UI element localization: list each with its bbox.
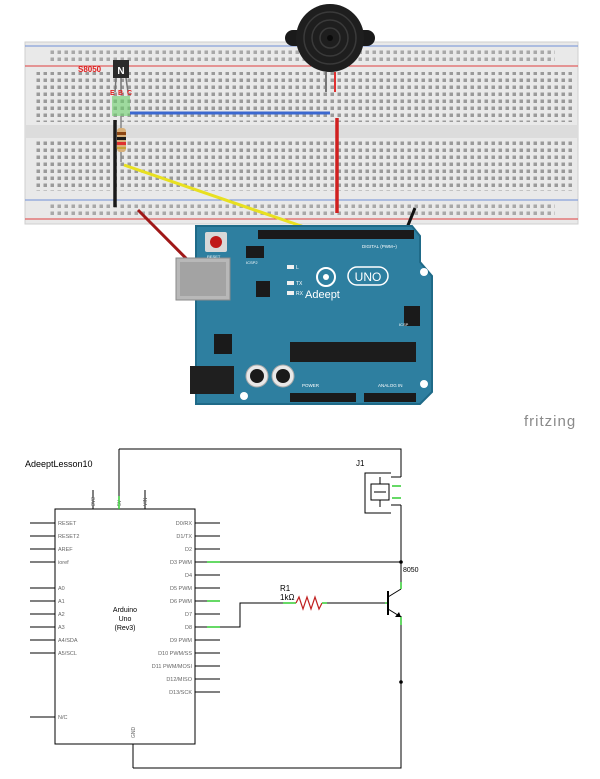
schematic-title: AdeeptLesson10 (25, 459, 93, 469)
pin-nc: N/C (58, 715, 68, 721)
pin-gnd: GND (131, 727, 137, 739)
led-tx-label: TX (296, 281, 303, 287)
led-l-label: L (296, 265, 299, 271)
pin-b-label: B (118, 90, 123, 97)
buzzer-ref: J1 (356, 459, 365, 468)
reset-label: RESET (207, 254, 221, 259)
pin-a3: A3 (58, 625, 65, 631)
pin-5v: 5V (117, 499, 123, 506)
model-label: UNO (355, 270, 382, 284)
power-header (290, 393, 356, 402)
pin-e-label: E (110, 90, 115, 97)
arduino-board: RESET ICSP2 DIGITAL (PWM~) L TX RX Adeep… (175, 225, 433, 405)
transistor-model-label: S8050 (78, 65, 102, 74)
net-d8-resistor (220, 602, 283, 628)
pin-d2: D2 (185, 547, 192, 553)
main-chip (290, 342, 416, 362)
power-jack (190, 366, 234, 394)
pin-reset: RESET (58, 521, 77, 527)
resistor-value: 1kΩ (280, 593, 294, 602)
pin-d13: D13/SCK (169, 690, 192, 696)
pin-d12: D12/MISO (166, 677, 192, 683)
pin-aref: AREF (58, 547, 73, 553)
breadboard-buzzer (285, 4, 375, 92)
pin-d9: D9 PWM (170, 638, 192, 644)
breadboard-transistor: S8050 N E B C (78, 60, 132, 116)
pin-a4: A4/SDA (58, 638, 78, 644)
right-pins: D0/RX D1/TX D2 D3 PWM D4 D5 PWM D6 PWM D… (152, 521, 220, 696)
schematic: AdeeptLesson10 Arduino Uno (Rev3) 3V3 5V… (25, 448, 419, 769)
pin-d0: D0/RX (176, 521, 193, 527)
transistor-body (113, 60, 129, 78)
pin-a5: A5/SCL (58, 651, 77, 657)
net-gnd (133, 616, 402, 769)
pin-d5: D5 PWM (170, 586, 192, 592)
brand-label: Adeept (305, 289, 340, 301)
bottom-rail-holes (50, 203, 555, 217)
pin-d8: D8 (185, 625, 192, 631)
ic-name: Arduino (113, 607, 137, 614)
icsp-top-label: ICSP2 (246, 260, 258, 265)
pin-reset2: RESET2 (58, 534, 79, 540)
pin-a2: A2 (58, 612, 65, 618)
center-channel (25, 125, 578, 138)
resistor-ref: R1 (280, 584, 291, 593)
transistor-ref: 8050 (403, 567, 419, 574)
ic-model: Uno (119, 616, 132, 623)
left-pins: RESET RESET2 AREF ioref A0 A1 A2 A3 A4/S… (30, 521, 79, 721)
pin-d1: D1/TX (176, 534, 192, 540)
pin-d3: D3 PWM (170, 560, 192, 566)
analog-header (364, 393, 416, 402)
digital-header (258, 230, 414, 239)
analog-label: ANALOG IN (378, 383, 403, 388)
breadboard-resistor (117, 116, 126, 162)
breadboard (24, 41, 579, 225)
pin-d4: D4 (185, 573, 192, 579)
buzzer-symbol: J1 (356, 459, 401, 514)
icsp-right-label: ICSP (399, 322, 409, 327)
schematic-wires (119, 448, 403, 769)
top-pins: 3V3 5V VIN (91, 449, 149, 509)
pin-a1: A1 (58, 599, 65, 605)
pin-c-label: C (127, 90, 132, 97)
led-rx-label: RX (296, 291, 304, 297)
power-label: POWER (302, 383, 320, 388)
pin-a0: A0 (58, 586, 65, 592)
pin-d10: D10 PWM/SS (158, 651, 192, 657)
resistor-symbol: R1 1kΩ (280, 584, 327, 611)
pin-3v3: 3V3 (91, 497, 97, 506)
pin-d11: D11 PWM/MOSI (152, 664, 193, 670)
pin-vin: VIN (143, 497, 149, 506)
pin-d7: D7 (185, 612, 192, 618)
ic-rev: (Rev3) (114, 625, 135, 632)
adeept-logo (316, 267, 336, 287)
transistor-symbol: 8050 (385, 567, 419, 625)
fritzing-watermark: fritzing (524, 413, 576, 430)
pin-ioref: ioref (58, 560, 69, 566)
pin-d6: D6 PWM (170, 599, 192, 605)
net-5v (119, 448, 402, 477)
digital-label: DIGITAL (PWM~) (362, 244, 397, 249)
transistor-letter: N (117, 66, 124, 77)
